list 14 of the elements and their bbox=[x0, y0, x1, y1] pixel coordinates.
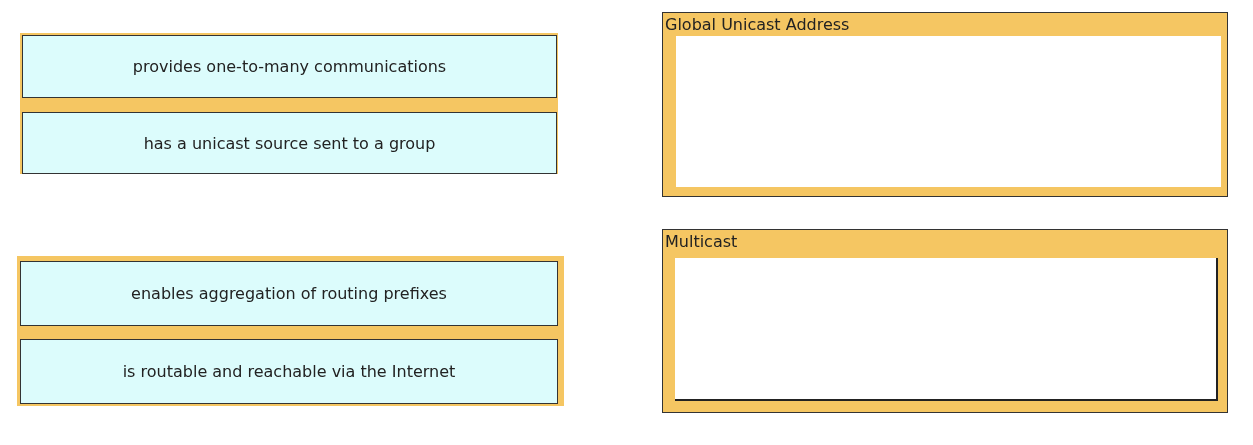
option-text: is routable and reachable via the Internet bbox=[122, 362, 456, 381]
option-card bbox=[22, 112, 557, 174]
category-box bbox=[662, 12, 1228, 197]
option-card bbox=[22, 35, 557, 98]
option-text: provides one-to-many communications bbox=[132, 57, 447, 76]
option-card bbox=[20, 339, 558, 404]
drop-zone bbox=[676, 36, 1221, 187]
category-box bbox=[662, 229, 1228, 413]
option-card bbox=[20, 261, 558, 326]
option-text: has a unicast source sent to a group bbox=[143, 133, 436, 153]
option-text: enables aggregation of routing prefixes bbox=[131, 284, 447, 303]
category-heading: Global Unicast Address bbox=[665, 16, 850, 34]
category-heading: Multicast bbox=[665, 233, 738, 251]
drop-zone bbox=[675, 258, 1218, 401]
